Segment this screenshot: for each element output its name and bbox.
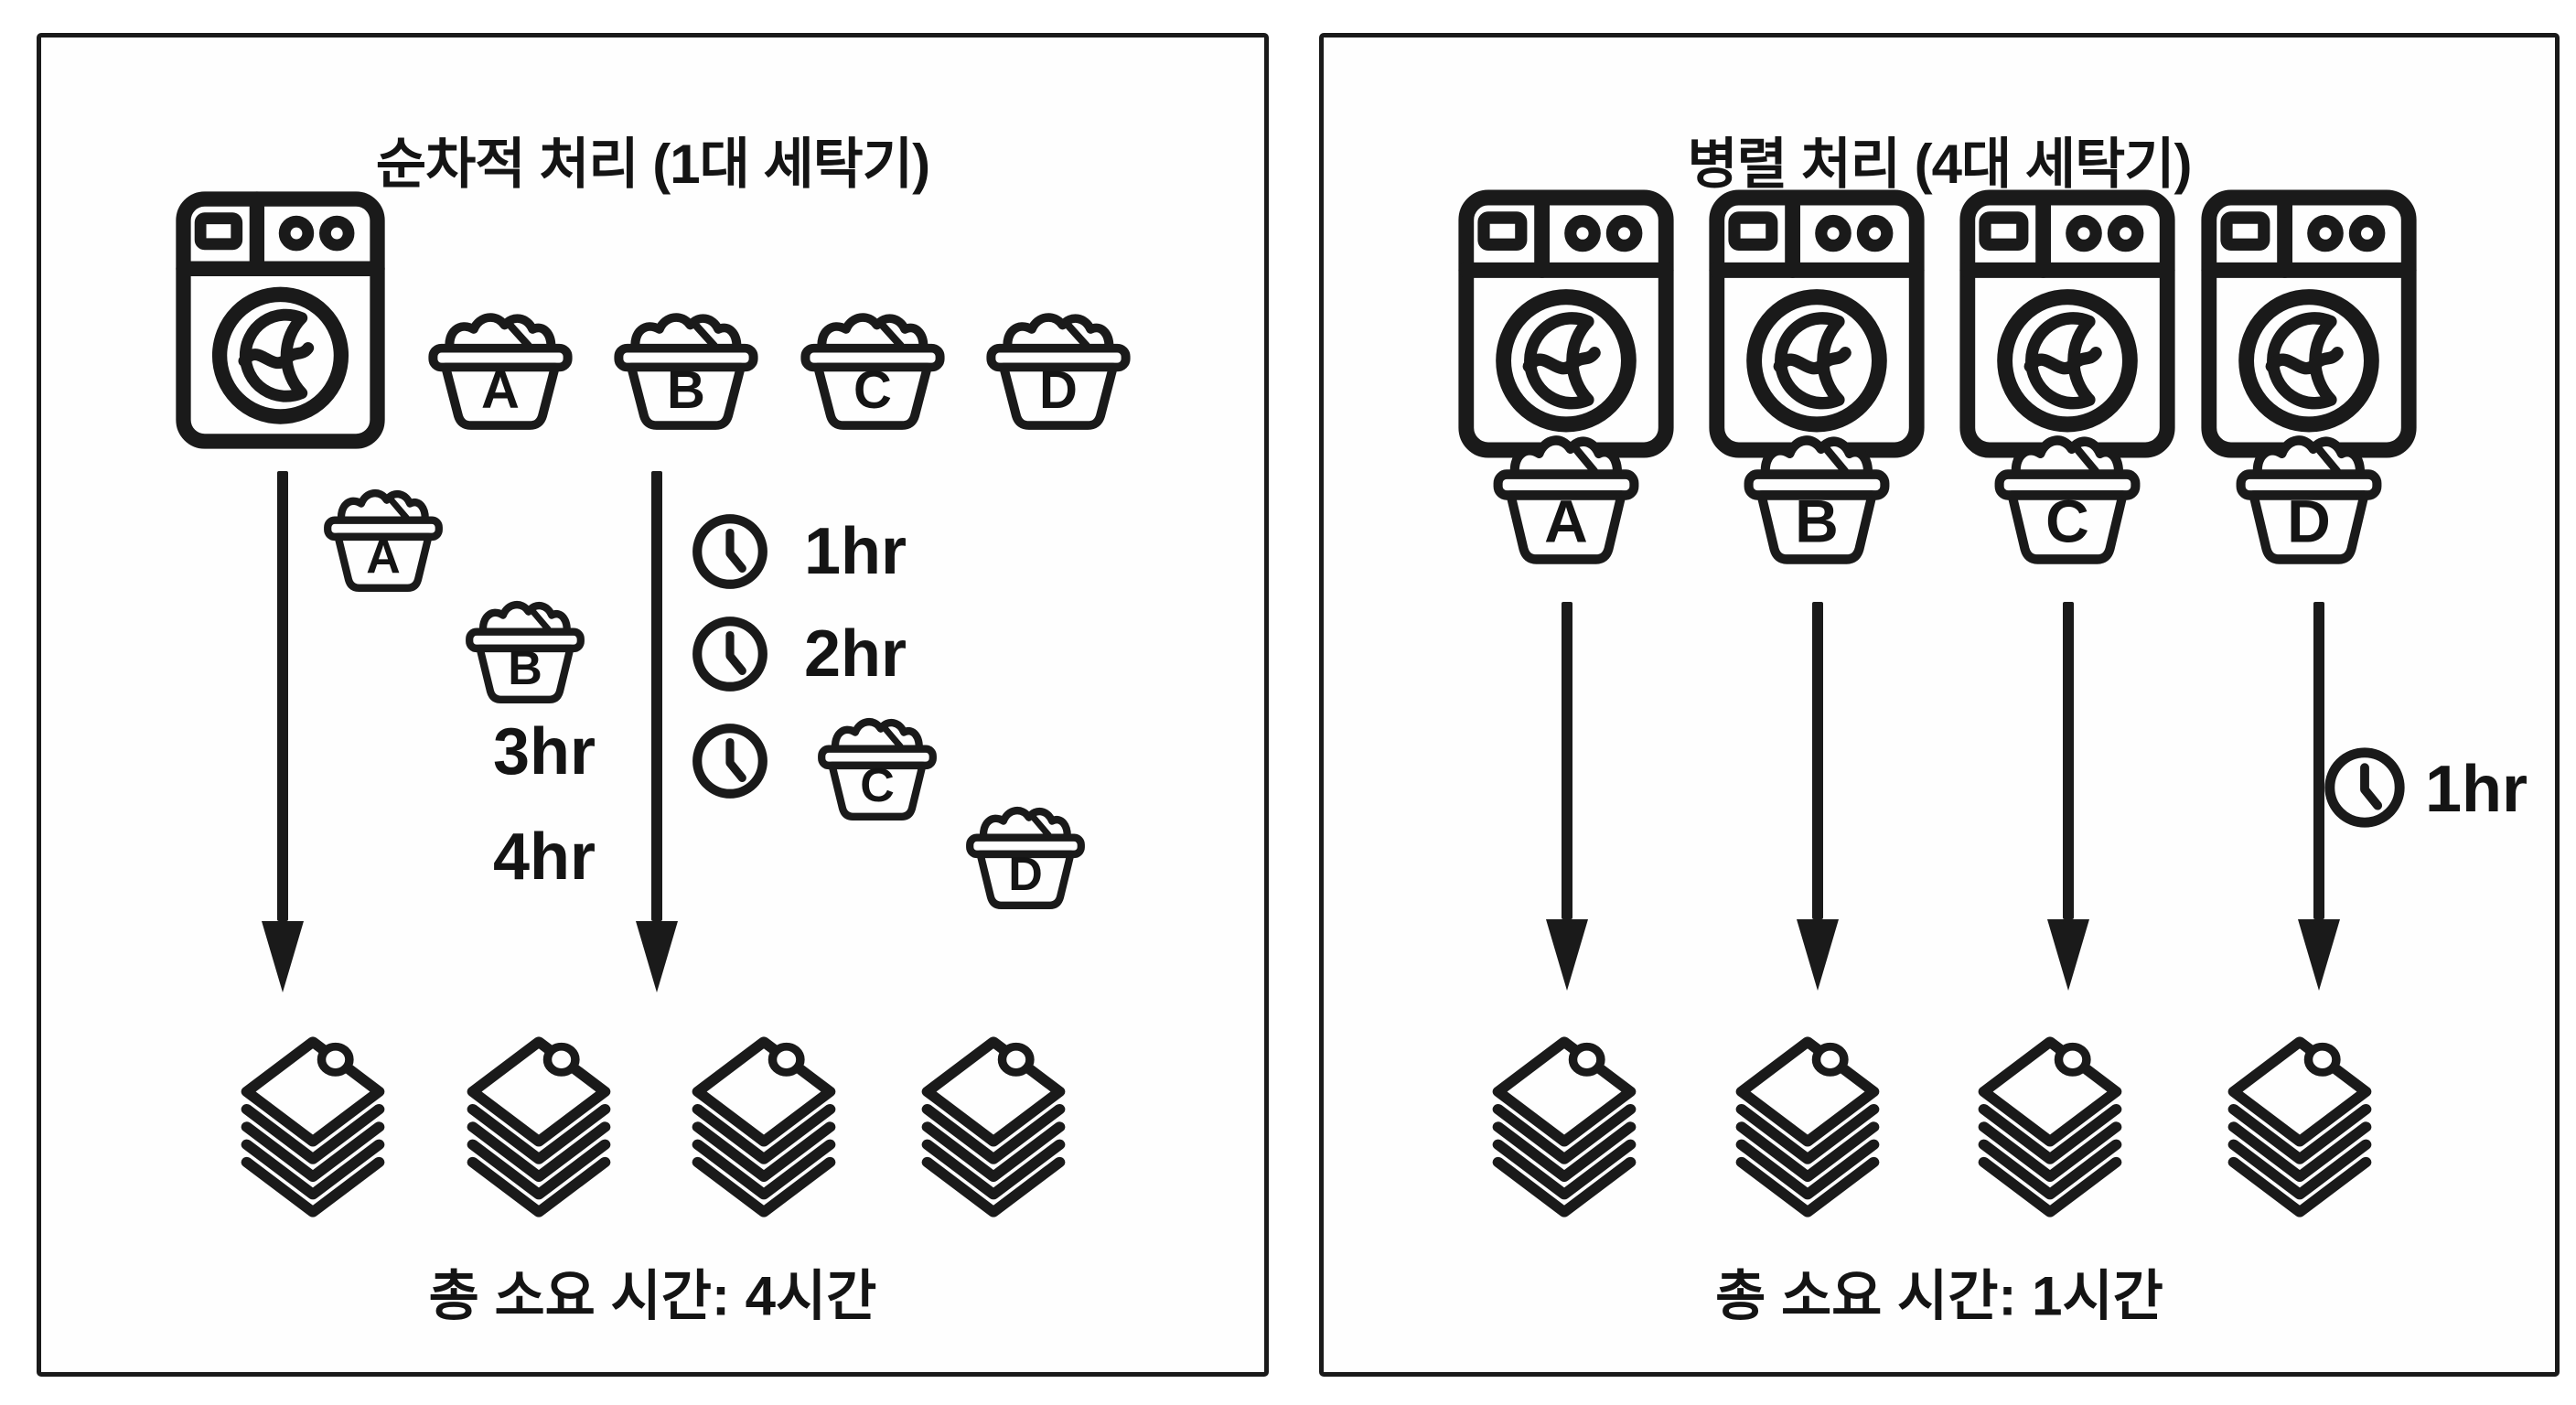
basket-letter: A xyxy=(1544,487,1588,555)
time-label-2hr: 2hr xyxy=(803,617,907,691)
machine-basket-b: B xyxy=(1732,416,1902,565)
folded-laundry-icon xyxy=(226,1035,400,1218)
queue-basket-a: A xyxy=(416,295,585,431)
folded-laundry-icon xyxy=(907,1035,1080,1218)
flow-arrow xyxy=(2063,602,2074,919)
basket-letter: C xyxy=(2045,487,2089,555)
washing-machine-icon xyxy=(174,189,387,451)
flow-arrow xyxy=(651,471,662,921)
queue-basket-c: C xyxy=(789,295,957,431)
flow-arrow xyxy=(1812,602,1823,919)
clock-icon xyxy=(2321,744,2409,831)
flow-arrow xyxy=(2313,602,2324,919)
flow-basket-d: D xyxy=(956,791,1095,910)
basket-letter: B xyxy=(1795,487,1839,555)
clock-icon xyxy=(689,510,771,593)
flow-basket-c: C xyxy=(808,702,947,821)
basket-letter: A xyxy=(481,359,520,420)
basket-letter: C xyxy=(860,759,895,813)
queue-basket-b: B xyxy=(602,295,770,431)
flow-basket-a: A xyxy=(314,474,453,593)
folded-laundry-icon xyxy=(677,1035,851,1218)
time-label-4hr: 4hr xyxy=(492,820,596,894)
basket-letter: B xyxy=(667,359,705,420)
time-label-3hr: 3hr xyxy=(492,715,596,788)
time-label-1hr: 1hr xyxy=(2424,753,2528,826)
flow-arrow xyxy=(277,471,288,921)
basket-letter: D xyxy=(1008,848,1043,902)
basket-letter: A xyxy=(366,531,401,585)
sequential-panel: 순차적 처리 (1대 세탁기) A B C D A xyxy=(37,33,1269,1377)
folded-laundry-icon xyxy=(1963,1035,2137,1218)
flow-arrow xyxy=(1562,602,1572,919)
folded-laundry-icon xyxy=(1721,1035,1894,1218)
clock-icon xyxy=(689,613,771,695)
parallel-panel-title: 병렬 처리 (4대 세탁기) xyxy=(1687,133,2193,195)
flow-basket-b: B xyxy=(456,585,595,704)
time-label-1hr: 1hr xyxy=(803,515,907,588)
basket-letter: C xyxy=(853,359,892,420)
folded-laundry-icon xyxy=(2213,1035,2387,1218)
basket-letter: D xyxy=(1039,359,1078,420)
folded-laundry-icon xyxy=(1477,1035,1651,1218)
basket-letter: B xyxy=(508,642,542,696)
total-time-label: 총 소요 시간: 4시간 xyxy=(428,1265,877,1327)
queue-basket-d: D xyxy=(974,295,1143,431)
folded-laundry-icon xyxy=(452,1035,626,1218)
clock-icon xyxy=(689,720,771,802)
parallel-panel: 병렬 처리 (4대 세탁기) A B C D xyxy=(1319,33,2560,1377)
machine-basket-d: D xyxy=(2224,416,2394,565)
machine-basket-c: C xyxy=(1982,416,2152,565)
sequential-panel-title: 순차적 처리 (1대 세탁기) xyxy=(375,133,930,195)
basket-letter: D xyxy=(2287,487,2331,555)
machine-basket-a: A xyxy=(1481,416,1651,565)
total-time-label: 총 소요 시간: 1시간 xyxy=(1715,1265,2163,1327)
